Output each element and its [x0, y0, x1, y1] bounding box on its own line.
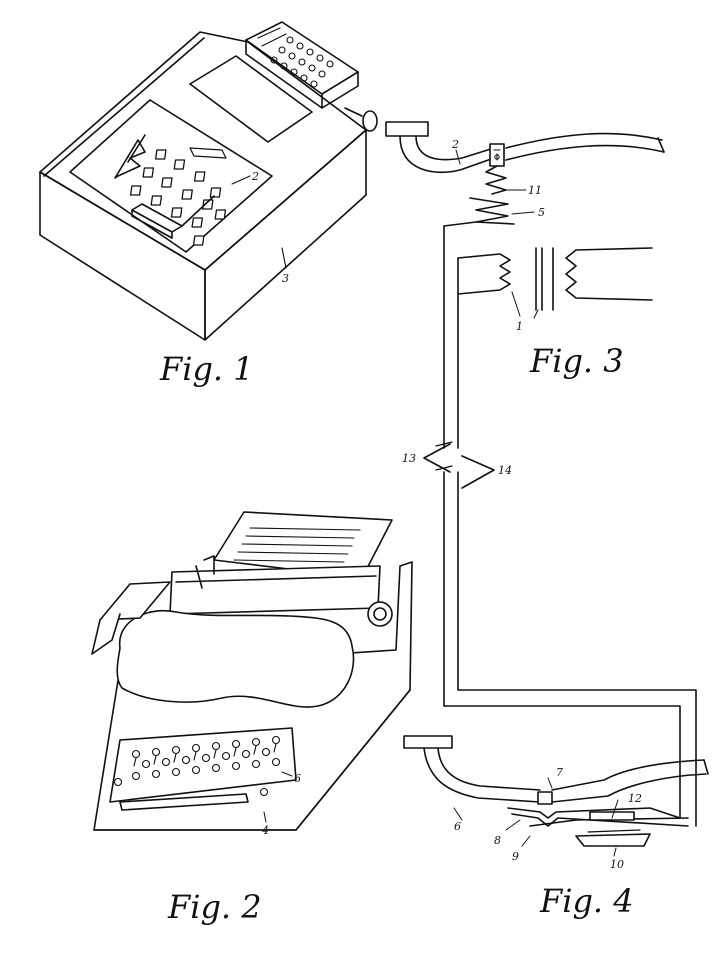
- fig4-label-7: 7: [556, 766, 563, 779]
- fig4-caption: Fig. 4: [539, 882, 634, 920]
- fig1-caption: Fig. 1: [159, 350, 254, 388]
- fig4-label-8: 8: [494, 834, 501, 847]
- fig3-transmitter: 2 11 5 1: [385, 121, 665, 333]
- fig2-label-4: 4: [261, 824, 269, 837]
- fig3-label-1: 1: [516, 320, 523, 333]
- connecting-line: 13 14: [402, 225, 697, 827]
- fig3-label-2: 2: [451, 138, 459, 151]
- fig4-label-9: 9: [512, 850, 519, 863]
- fig1-label-3: 3: [282, 272, 289, 285]
- line-label-14: 14: [498, 464, 512, 477]
- fig3-label-11: 11: [528, 184, 542, 197]
- fig4-label-6: 6: [454, 820, 461, 833]
- fig4-label-10: 10: [610, 858, 624, 871]
- fig4-receiver: 7 6 8 9 12 10: [403, 735, 709, 871]
- line-label-13: 13: [402, 452, 416, 465]
- fig3-caption: Fig. 3: [529, 342, 624, 380]
- fig2-label-6: 6: [294, 772, 301, 785]
- fig4-label-12: 12: [628, 792, 642, 805]
- fig1-calculating-machine: 2 3: [39, 21, 378, 341]
- fig2-typewriter: 6 4: [91, 511, 413, 837]
- fig2-caption: Fig. 2: [167, 888, 262, 926]
- fig1-label-2: 2: [251, 170, 259, 183]
- fig3-label-5: 5: [538, 206, 545, 219]
